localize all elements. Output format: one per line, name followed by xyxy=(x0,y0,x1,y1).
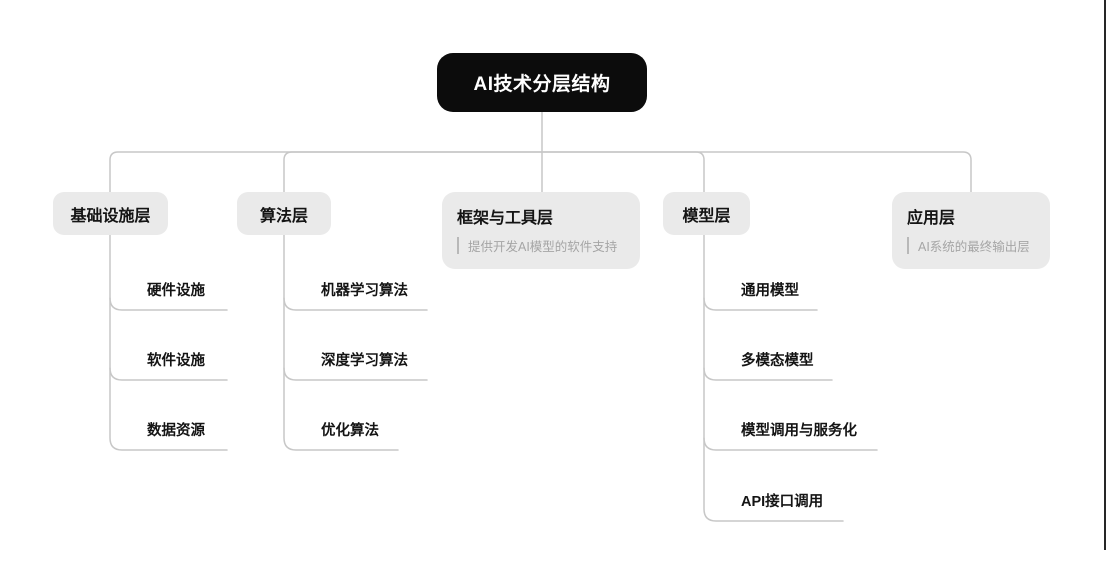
branch-topic-infrastructure[interactable]: 基础设施层 xyxy=(53,192,168,235)
subtopic[interactable]: 通用模型 xyxy=(741,283,799,299)
note-bar-icon xyxy=(457,237,459,254)
subtopic[interactable]: 优化算法 xyxy=(321,423,379,439)
subtopic[interactable]: 软件设施 xyxy=(147,353,205,369)
branch-topic-frameworks[interactable]: 框架与工具层提供开发AI模型的软件支持 xyxy=(442,192,640,269)
branch-topic-label: 算法层 xyxy=(259,207,308,225)
subtopic[interactable]: 模型调用与服务化 xyxy=(741,423,857,439)
connector-path xyxy=(109,151,543,451)
subtopic[interactable]: 机器学习算法 xyxy=(321,283,408,299)
window-edge-line xyxy=(1104,0,1106,550)
branch-topic-label: 框架与工具层 xyxy=(457,210,554,227)
root-topic[interactable]: AI技术分层结构 xyxy=(437,53,647,112)
subtopic[interactable]: 硬件设施 xyxy=(147,283,205,299)
connector-path xyxy=(541,151,972,193)
note-text: 提供开发AI模型的软件支持 xyxy=(468,240,618,254)
branch-topic-label: 基础设施层 xyxy=(70,207,151,225)
branch-topic-applications[interactable]: 应用层 AI系统的最终输出层 xyxy=(892,192,1050,269)
branch-topic-models[interactable]: 模型层 xyxy=(663,192,750,235)
subtopic[interactable]: 数据资源 xyxy=(147,423,205,439)
subtopic[interactable]: API接口调用 xyxy=(741,494,824,510)
branch-topic-label: 应用层 xyxy=(907,210,956,227)
branch-topic-algorithms[interactable]: 算法层 xyxy=(237,192,331,235)
subtopic[interactable]: 多模态模型 xyxy=(741,353,814,369)
topic-note: AI系统的最终输出层 xyxy=(907,236,1035,255)
connector-path xyxy=(283,151,543,451)
branch-topic-label: 模型层 xyxy=(682,207,731,225)
topic-note: 提供开发AI模型的软件支持 xyxy=(457,236,625,255)
note-text: AI系统的最终输出层 xyxy=(918,240,1030,254)
note-bar-icon xyxy=(907,237,909,254)
subtopic[interactable]: 深度学习算法 xyxy=(321,353,408,369)
root-topic-label: AI技术分层结构 xyxy=(473,74,611,95)
